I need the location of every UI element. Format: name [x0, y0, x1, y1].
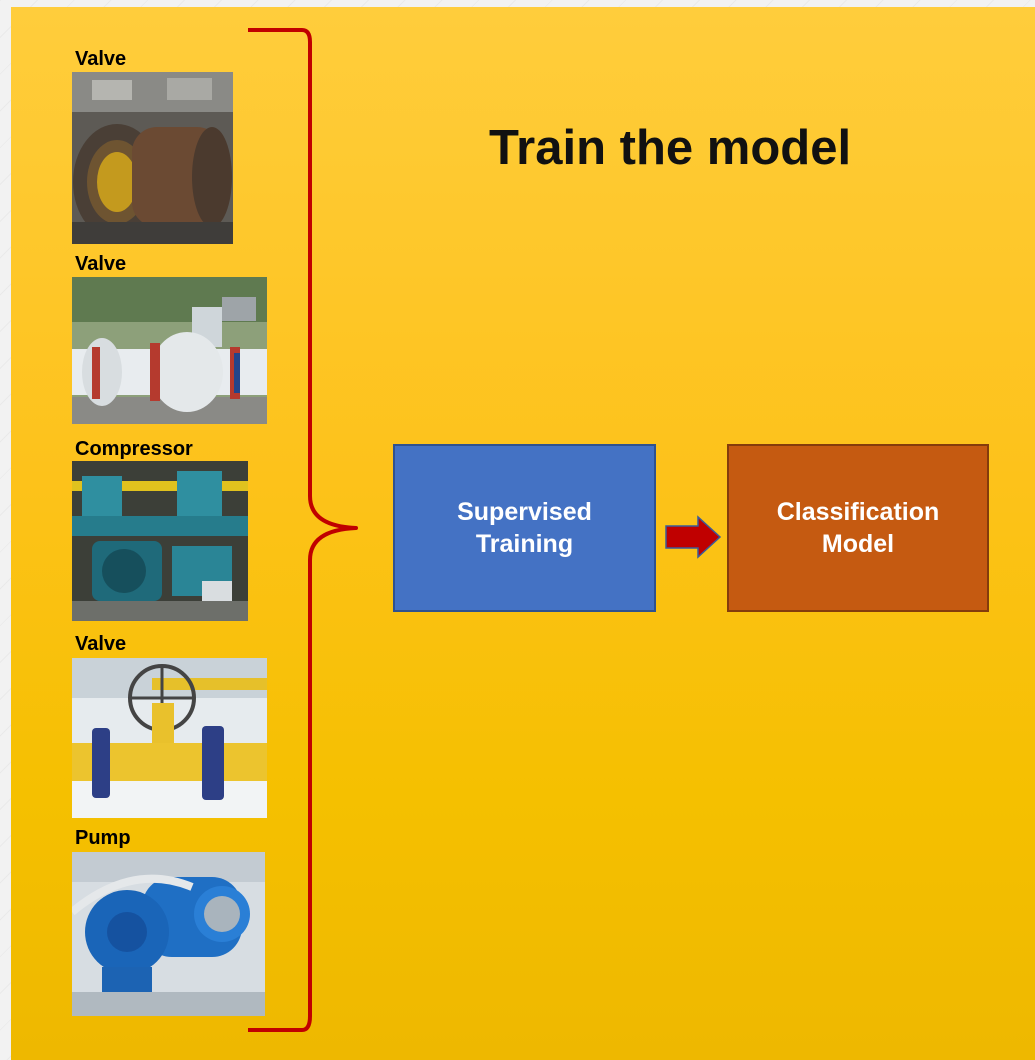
image-label-2: Valve	[75, 253, 127, 275]
supervised-training-box: Supervised Training	[393, 444, 656, 612]
compressor-photo-icon	[72, 461, 248, 621]
classification-model-label: Classification Model	[776, 498, 940, 558]
valve-photo-icon	[72, 72, 233, 244]
curly-brace-icon	[248, 28, 358, 1032]
valve-photo-icon	[72, 658, 267, 818]
valve-photo-icon	[72, 277, 267, 424]
image-label-3: Compressor	[75, 438, 193, 460]
right-arrow-icon	[665, 515, 722, 559]
supervised-training-label: Supervised Training	[457, 498, 592, 558]
classification-model-box: Classification Model	[727, 444, 989, 612]
image-label-5: Pump	[75, 827, 131, 849]
page-title: Train the model	[488, 121, 852, 175]
image-label-1: Valve	[75, 48, 127, 70]
pump-photo-icon	[72, 852, 265, 1016]
image-label-4: Valve	[75, 633, 127, 655]
